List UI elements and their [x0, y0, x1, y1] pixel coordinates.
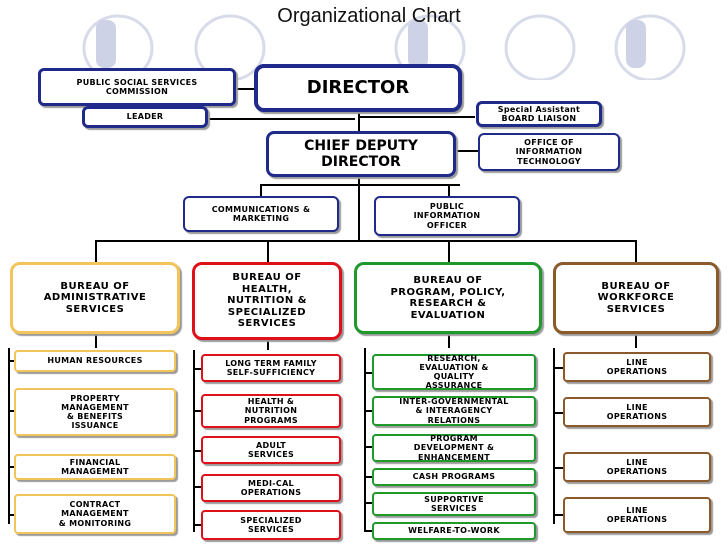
connector-line: [364, 372, 372, 374]
connector-line: [8, 514, 14, 516]
bureau-program-box: BUREAU OF PROGRAM, POLICY, RESEARCH & EV…: [354, 262, 542, 334]
connector-line: [456, 150, 478, 152]
special-assistant-box: Special Assistant BOARD LIAISON: [476, 101, 602, 127]
connector-line: [448, 184, 450, 196]
chief-deputy-box: CHIEF DEPUTY DIRECTOR: [266, 131, 456, 177]
connector-line: [448, 240, 450, 264]
connector-line: [8, 466, 14, 468]
program-unit: SUPPORTIVE SERVICES: [372, 492, 536, 516]
chart-title: Organizational Chart: [277, 5, 461, 27]
bureau-health-box: BUREAU OF HEALTH, NUTRITION & SPECIALIZE…: [192, 262, 342, 340]
connector-line: [193, 350, 195, 532]
connector-line: [235, 88, 255, 90]
connector-line: [364, 530, 372, 532]
connector-line: [260, 184, 460, 186]
health-unit: HEALTH & NUTRITION PROGRAMS: [201, 394, 341, 428]
program-unit: PROGRAM DEVELOPMENT & ENHANCEMENT: [372, 434, 536, 462]
communications-box: COMMUNICATIONS & MARKETING: [183, 196, 339, 232]
commission-box: PUBLIC SOCIAL SERVICES COMMISSION: [38, 68, 236, 106]
connector-line: [358, 176, 360, 240]
program-unit: CASH PROGRAMS: [372, 468, 536, 486]
connector-line: [267, 240, 269, 264]
connector-line: [364, 446, 372, 448]
connector-line: [95, 240, 635, 242]
connector-line: [193, 486, 201, 488]
public-info-box: PUBLIC INFORMATION OFFICER: [374, 196, 520, 236]
decorative-rings: [82, 14, 686, 80]
connector-line: [553, 514, 563, 516]
connector-line: [95, 240, 97, 264]
admin-unit: HUMAN RESOURCES: [14, 350, 176, 372]
connector-line: [193, 368, 201, 370]
connector-line: [205, 118, 355, 120]
program-unit: RESEARCH, EVALUATION & QUALITY ASSURANCE: [372, 354, 536, 390]
connector-line: [8, 360, 14, 362]
admin-unit: PROPERTY MANAGEMENT & BENEFITS ISSUANCE: [14, 388, 176, 436]
health-unit: SPECIALIZED SERVICES: [201, 510, 341, 540]
connector-line: [358, 104, 360, 134]
connector-line: [193, 524, 201, 526]
program-unit: INTER-GOVERNMENTAL & INTERAGENCY RELATIO…: [372, 396, 536, 426]
health-unit: MEDI-CAL OPERATIONS: [201, 474, 341, 502]
connector-line: [8, 410, 14, 412]
bureau-workforce-box: BUREAU OF WORKFORCE SERVICES: [553, 262, 719, 334]
connector-line: [193, 410, 201, 412]
workforce-unit: LINE OPERATIONS: [563, 497, 711, 533]
bureau-admin-box: BUREAU OF ADMINISTRATIVE SERVICES: [10, 262, 180, 334]
connector-line: [553, 467, 563, 469]
connector-line: [635, 334, 637, 348]
connector-line: [193, 450, 201, 452]
connector-line: [553, 412, 563, 414]
leader-box: LEADER: [82, 106, 208, 128]
admin-unit: FINANCIAL MANAGEMENT: [14, 454, 176, 480]
connector-line: [553, 348, 555, 524]
workforce-unit: LINE OPERATIONS: [563, 397, 711, 427]
connector-line: [95, 334, 97, 348]
connector-line: [364, 348, 366, 532]
connector-line: [553, 367, 563, 369]
director-box: DIRECTOR: [254, 64, 462, 112]
health-unit: ADULT SERVICES: [201, 436, 341, 464]
connector-line: [448, 334, 450, 348]
connector-line: [364, 410, 372, 412]
workforce-unit: LINE OPERATIONS: [563, 452, 711, 482]
connector-line: [360, 116, 475, 118]
connector-line: [8, 348, 10, 524]
program-unit: WELFARE-TO-WORK: [372, 522, 536, 540]
health-unit: LONG TERM FAMILY SELF-SUFFICIENCY: [201, 354, 341, 382]
connector-line: [267, 340, 269, 350]
connector-line: [635, 240, 637, 264]
connector-line: [364, 476, 372, 478]
office-it-box: OFFICE OF INFORMATION TECHNOLOGY: [478, 133, 620, 171]
connector-line: [364, 502, 372, 504]
connector-line: [260, 184, 262, 196]
admin-unit: CONTRACT MANAGEMENT & MONITORING: [14, 494, 176, 534]
workforce-unit: LINE OPERATIONS: [563, 352, 711, 382]
